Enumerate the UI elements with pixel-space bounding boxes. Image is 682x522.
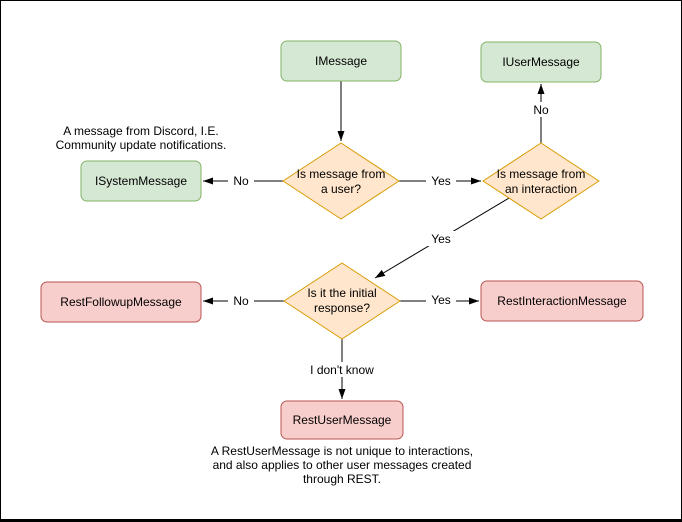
node-imessage-label: IMessage — [315, 54, 367, 68]
decision-is-initial-response-line2: response? — [314, 301, 370, 315]
annotation-system-note: A message from Discord, I.E. Community u… — [56, 124, 227, 152]
decision-is-initial-response: Is it the initial response? — [283, 262, 401, 340]
edge-label-initial-no: No — [233, 294, 249, 308]
annotation-rest-note-line2: and also applies to other user messages … — [213, 458, 472, 472]
node-iusermessage: IUserMessage — [480, 41, 602, 83]
node-imessage: IMessage — [280, 40, 402, 82]
edge-label-bg — [426, 231, 456, 246]
decision-is-from-user-line1: Is message from — [297, 167, 386, 181]
annotation-system-note-line1: A message from Discord, I.E. — [63, 124, 218, 138]
edge-label-bg — [426, 292, 456, 307]
edge-label-interaction-no: No — [533, 103, 549, 117]
edge-labels: No Yes No Yes No Yes I don't know — [228, 102, 554, 377]
edge-label-bg — [528, 102, 554, 117]
node-restinteractionmessage-box — [480, 280, 644, 322]
decision-is-from-user: Is message from a user? — [282, 142, 400, 220]
edge-label-bg — [228, 293, 254, 308]
decision-is-from-user-line2: a user? — [321, 182, 361, 196]
annotation-rest-note-line3: through REST. — [303, 472, 381, 486]
decision-is-initial-response-shape — [283, 262, 401, 340]
decision-is-from-interaction: Is message from an interaction — [482, 142, 600, 220]
decision-is-initial-response-line1: Is it the initial — [307, 286, 376, 300]
node-restinteractionmessage: RestInteractionMessage — [480, 280, 644, 322]
node-restusermessage-box — [280, 400, 404, 440]
decision-is-from-user-shape — [282, 142, 400, 220]
decision-is-from-interaction-line2: an interaction — [505, 182, 577, 196]
edge-label-interaction-yes: Yes — [431, 232, 451, 246]
annotation-system-note-line2: Community update notifications. — [56, 138, 227, 152]
node-imessage-box — [280, 40, 402, 82]
edge-label-bg — [426, 173, 456, 188]
edge-label-user-no: No — [233, 174, 249, 188]
edge-label-bg — [228, 173, 254, 188]
edge-label-user-yes: Yes — [431, 174, 451, 188]
node-restusermessage-label: RestUserMessage — [293, 413, 392, 427]
decision-is-from-interaction-line1: Is message from — [497, 167, 586, 181]
decision-is-from-interaction-shape — [482, 142, 600, 220]
annotation-rest-note: A RestUserMessage is not unique to inter… — [211, 444, 473, 486]
node-isystemmessage-box — [80, 160, 202, 202]
node-iusermessage-label: IUserMessage — [502, 55, 580, 69]
edge-label-bg — [307, 362, 377, 377]
node-restfollowupmessage: RestFollowupMessage — [40, 281, 202, 323]
node-iusermessage-box — [480, 41, 602, 83]
annotation-rest-note-line1: A RestUserMessage is not unique to inter… — [211, 444, 473, 458]
node-restinteractionmessage-label: RestInteractionMessage — [497, 294, 627, 308]
node-restfollowupmessage-label: RestFollowupMessage — [60, 295, 182, 309]
edges — [203, 81, 545, 399]
edge-label-initial-yes: Yes — [431, 293, 451, 307]
edge-label-initial-unknown: I don't know — [310, 363, 374, 377]
node-restusermessage: RestUserMessage — [280, 400, 404, 440]
node-isystemmessage: ISystemMessage — [80, 160, 202, 202]
node-restfollowupmessage-box — [40, 281, 202, 323]
node-isystemmessage-label: ISystemMessage — [95, 174, 187, 188]
